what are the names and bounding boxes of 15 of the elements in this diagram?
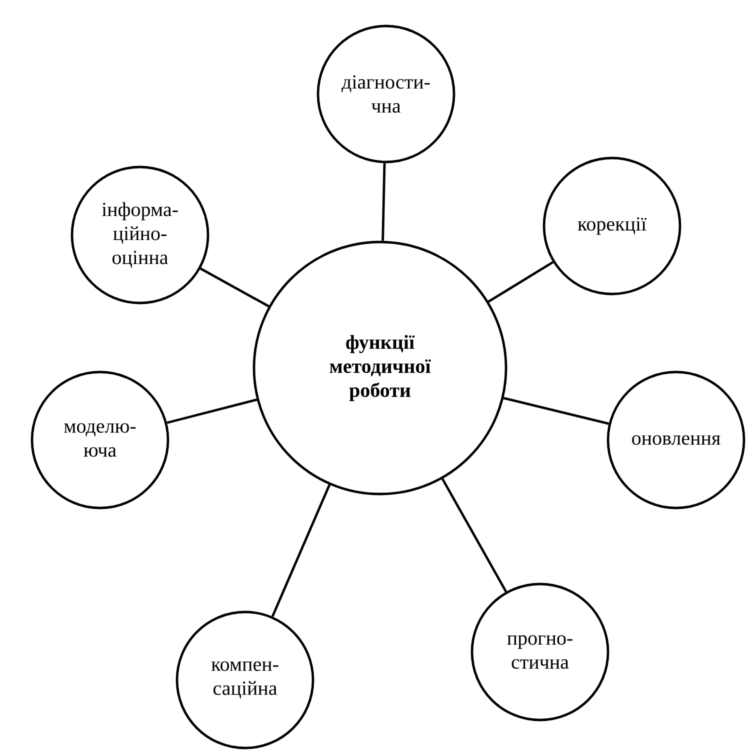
connector-line [441, 478, 508, 592]
circle-node: компен- саційна [176, 610, 314, 750]
connector-line [200, 268, 270, 308]
circle-node: прогно- стична [470, 582, 610, 722]
connector-line [271, 484, 331, 617]
connector-line [488, 261, 554, 303]
circle-node: корекції [542, 156, 682, 296]
circle-node: оновлення [606, 370, 746, 510]
connector-line [382, 163, 386, 241]
circle-node: моделю- юча [30, 370, 170, 510]
circle-node: інформа- ційно- оцінна [70, 166, 210, 304]
connector-line [503, 396, 610, 425]
circle-node: діагности- чна [316, 24, 456, 164]
connector-line [166, 398, 258, 424]
circle-node: функції методичної роботи [252, 240, 508, 496]
